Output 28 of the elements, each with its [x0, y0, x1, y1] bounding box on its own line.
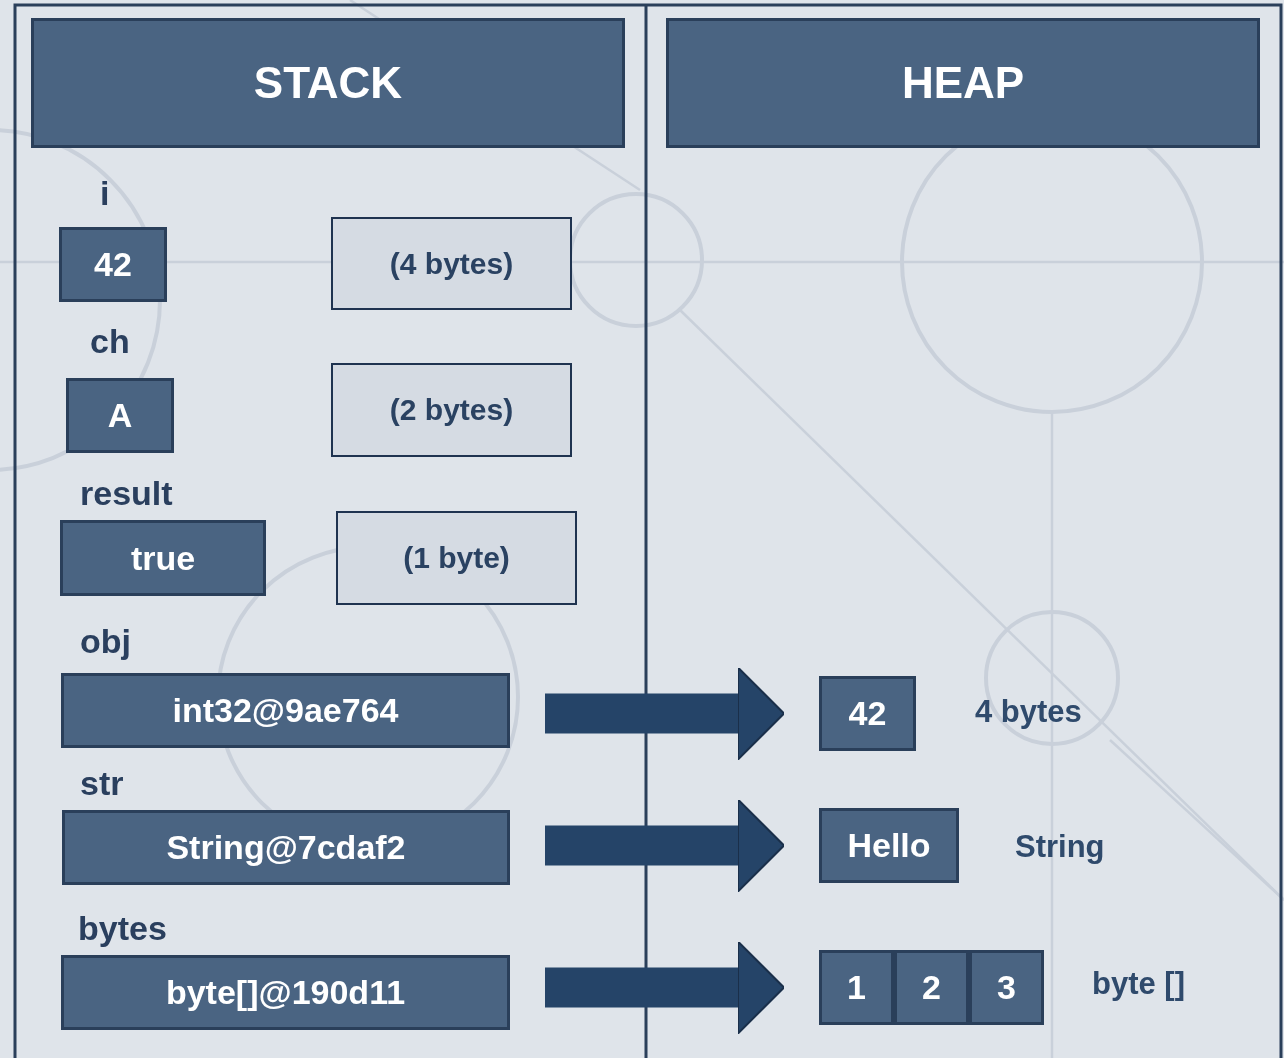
type-label: 4 bytes — [975, 696, 1082, 727]
value-box: 42 — [59, 227, 167, 302]
value-box: int32@9ae764 — [61, 673, 510, 748]
section-header: HEAP — [666, 18, 1260, 148]
value-box: Hello — [819, 808, 959, 883]
variable-name: i — [100, 176, 110, 210]
variable-name: ch — [90, 324, 130, 358]
value-box: 42 — [819, 676, 916, 751]
block-arrow — [545, 798, 785, 893]
section-header: STACK — [31, 18, 625, 148]
variable-name: obj — [80, 624, 131, 658]
size-box: (4 bytes) — [331, 217, 572, 310]
array-cell: 3 — [969, 950, 1044, 1025]
block-arrow — [545, 940, 785, 1035]
variable-name: bytes — [78, 911, 167, 945]
variable-name: result — [80, 476, 173, 510]
type-label: byte [] — [1092, 968, 1185, 999]
value-box: String@7cdaf2 — [62, 810, 510, 885]
array-cell: 1 — [819, 950, 894, 1025]
variable-name: str — [80, 766, 124, 800]
size-box: (1 byte) — [336, 511, 577, 605]
block-arrow — [545, 666, 785, 761]
value-box: true — [60, 520, 266, 596]
size-box: (2 bytes) — [331, 363, 572, 457]
array-cell: 2 — [894, 950, 969, 1025]
value-box: A — [66, 378, 174, 453]
type-label: String — [1015, 831, 1105, 862]
value-box: byte[]@190d11 — [61, 955, 510, 1030]
